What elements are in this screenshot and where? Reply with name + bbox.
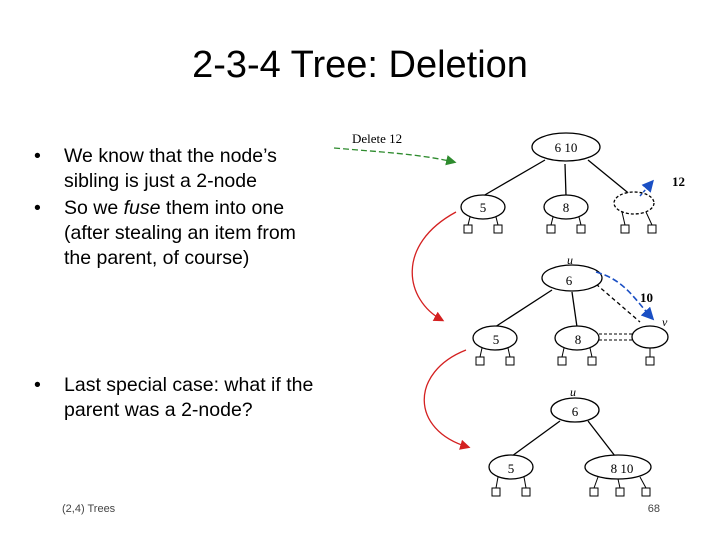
delete-arrow xyxy=(333,147,457,166)
tree2-parent-label: u xyxy=(567,253,573,267)
tree-1: 6 10 5 8 12 xyxy=(460,132,685,234)
bullet-text: So we xyxy=(64,197,124,219)
bullet-text: them into one (after stealing an item fr… xyxy=(64,197,296,269)
page-number: 68 xyxy=(647,503,660,515)
tree3-left-node xyxy=(488,454,534,480)
removed-key-label: 12 xyxy=(672,174,685,189)
bullet-list-top: We know that the node’s sibling is just … xyxy=(34,144,324,273)
bullet-text: We know that the node’s sibling is just … xyxy=(64,145,277,192)
tree2-empty-node xyxy=(631,325,669,349)
bullet-emphasis: fuse xyxy=(123,197,161,219)
bullet-item: So we fuse them into one (after stealing… xyxy=(34,196,324,271)
tree2-root-key: 6 xyxy=(566,273,573,288)
tree2-middle-node xyxy=(554,325,600,351)
moved-key-label: 10 xyxy=(640,290,653,305)
footer-label: (2,4) Trees xyxy=(62,503,116,515)
tree2-left-key: 5 xyxy=(493,332,500,347)
transition-arrow-1 xyxy=(411,211,457,322)
tree3-right-keys: 8 10 xyxy=(611,461,634,476)
tree2-left-node xyxy=(472,325,518,351)
bullet-list-bottom: Last special case: what if the parent wa… xyxy=(34,373,324,425)
tree1-root-node xyxy=(531,132,601,162)
delete-label: Delete 12 xyxy=(352,131,402,146)
tree1-middle-key: 8 xyxy=(563,200,570,215)
tree1-left-node xyxy=(460,194,506,220)
tree3-root-key: 6 xyxy=(572,404,579,419)
tree2-middle-key: 8 xyxy=(575,332,582,347)
slide-title: 2-3-4 Tree: Deletion xyxy=(192,44,528,86)
tree1-left-key: 5 xyxy=(480,200,487,215)
transition-arrow-2 xyxy=(423,349,471,450)
moved-key-arrow xyxy=(595,271,655,321)
tree1-middle-node xyxy=(543,194,589,220)
tree3-left-key: 5 xyxy=(508,461,515,476)
tree3-root-node xyxy=(550,397,600,423)
bullet-item: Last special case: what if the parent wa… xyxy=(34,373,324,423)
tree1-root-keys: 6 10 xyxy=(555,140,578,155)
removed-key-arrow xyxy=(639,179,654,197)
tree-2: u 6 10 v 5 8 xyxy=(472,253,669,366)
tree2-sibling-label: v xyxy=(662,315,668,329)
tree2-root-node xyxy=(541,264,603,292)
tree3-parent-label: u xyxy=(570,385,576,399)
tree-3: u 6 5 8 10 xyxy=(488,385,652,497)
tree1-right-node xyxy=(613,191,655,215)
bullet-text: Last special case: what if the parent wa… xyxy=(64,374,314,421)
bullet-item: We know that the node’s sibling is just … xyxy=(34,144,324,194)
